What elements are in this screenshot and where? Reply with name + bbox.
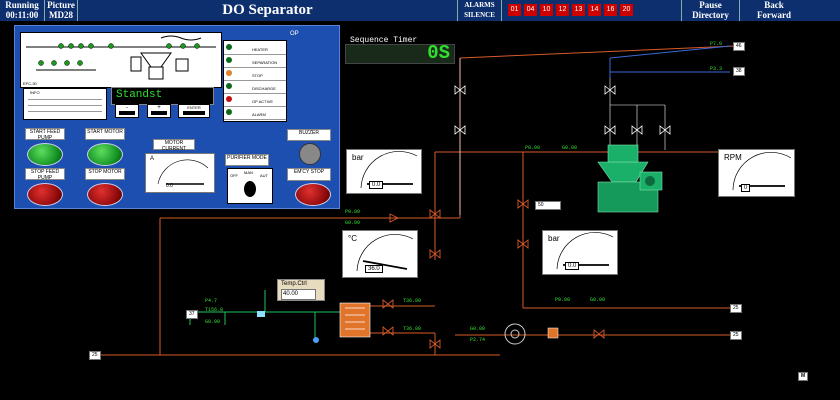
heater-in-temp: T156.0 — [205, 307, 224, 313]
status-label: STOP — [252, 73, 263, 78]
feed-flow: G0.00 — [345, 220, 361, 226]
stop-motor-label: STOP MOTOR — [85, 168, 125, 180]
m-button[interactable]: M — [798, 372, 809, 381]
motor-current-label: MOTOR CURRENT — [153, 139, 195, 152]
buzzer-label: BUZZER — [287, 129, 331, 141]
control-panel: EFC-30 HEATER SEPARATION STOP DISCHARGE OP A… — [14, 25, 340, 209]
picture-id: Picture MD28 — [45, 0, 78, 21]
alarm-indicator[interactable]: 14 — [588, 4, 601, 16]
status-led-icon — [226, 96, 232, 102]
heater-out-temp-1: T36.00 — [403, 298, 422, 304]
status-led-icon — [226, 109, 232, 115]
minus-button[interactable]: - — [115, 104, 139, 118]
back-forward-button[interactable]: Back Forward — [740, 0, 808, 21]
buzzer-icon — [299, 143, 321, 165]
topbar-filler — [808, 0, 840, 21]
mid-flow: G0.00 — [590, 297, 606, 303]
status-led-icon — [226, 57, 232, 63]
sequence-timer-display: 0S — [345, 42, 455, 64]
sep-pressure: P0.00 — [525, 145, 541, 151]
efc-label: EFC-30 — [23, 81, 37, 86]
heater-in-flow: G0.00 — [205, 319, 221, 325]
status-label: OP ACTIVE — [252, 99, 274, 104]
alarm-indicator[interactable]: 04 — [524, 4, 537, 16]
pressure-gauge-1: bar 0.0 — [346, 149, 422, 194]
tag-25-b[interactable]: 25 — [730, 331, 742, 340]
mode-knob[interactable] — [244, 181, 256, 197]
status-row: DISCHARGE — [224, 80, 286, 94]
schematic-diagram — [26, 35, 216, 80]
alarm-indicator[interactable]: 13 — [572, 4, 585, 16]
start-feed-pump-label: START FEED PUMP — [25, 128, 65, 141]
alarm-indicator[interactable]: 01 — [508, 4, 521, 16]
feed-pressure: P0.00 — [345, 209, 361, 215]
purifier-mode-label: PURIFIER MODE — [225, 154, 269, 166]
start-motor-label: START MOTOR — [85, 128, 125, 140]
strainer-icon — [547, 327, 559, 339]
status-led-icon — [226, 44, 232, 50]
rpm-gauge: RPM 0 — [718, 149, 795, 197]
running-timer: Running 00:11:00 — [0, 0, 45, 21]
tag-25-c[interactable]: 25 — [89, 351, 101, 360]
alarm-indicator[interactable]: 10 — [540, 4, 553, 16]
ammeter-scale — [157, 159, 209, 185]
alarms-silence-button[interactable]: ALARMS SILENCE — [458, 0, 502, 21]
temp-setpoint-value[interactable]: 40.00 — [281, 289, 316, 300]
status-row: SEPARATION — [224, 54, 286, 68]
status-label: ALARM — [252, 112, 266, 117]
emergency-stop-label: EM'CY STOP — [287, 168, 331, 181]
temperature-gauge: °C 36.0 — [342, 230, 418, 278]
valve-setpoint[interactable]: 50 — [535, 201, 561, 210]
status-row: OP ACTIVE — [224, 93, 286, 107]
top-pressure-1: P7.0 — [710, 41, 723, 47]
stop-feed-pump-label: STOP FEED PUMP — [25, 168, 65, 181]
tag-25-a[interactable]: 25 — [730, 304, 742, 313]
status-led-icon — [226, 83, 232, 89]
sequence-timer-label: Sequence Timer — [350, 36, 418, 45]
plus-button[interactable]: + — [147, 104, 171, 118]
status-row: ALARM — [224, 106, 286, 120]
temp-controller[interactable]: Temp.Ctrl 40.00 — [277, 279, 325, 301]
separator-icon[interactable] — [597, 144, 663, 213]
op-label: OP — [290, 31, 299, 37]
tag-46[interactable]: 46 — [733, 42, 745, 51]
alarm-indicator[interactable]: 20 — [620, 4, 633, 16]
tag-37[interactable]: 37 — [186, 310, 198, 319]
feed-pump-icon[interactable] — [504, 323, 526, 345]
status-label: HEATER — [252, 47, 268, 52]
pressure-gauge-2: bar 0.0 — [542, 230, 618, 275]
status-led-icon — [226, 70, 232, 76]
start-feed-pump-button[interactable] — [27, 143, 63, 166]
start-motor-button[interactable] — [87, 143, 123, 166]
page-title: DO Separator — [78, 0, 458, 21]
heater-in-pressure: P4.7 — [205, 298, 218, 304]
mode-display: Standst — [111, 87, 214, 105]
pump-flow: G0.00 — [470, 326, 486, 332]
heater-out-temp-2: T36.00 — [403, 326, 422, 332]
status-list: HEATER SEPARATION STOP DISCHARGE OP ACTIVE AL… — [223, 40, 287, 122]
status-row: STOP — [224, 67, 286, 81]
emergency-stop-button[interactable] — [295, 183, 331, 206]
purifier-mode-selector[interactable]: OFF MAN AUT — [227, 168, 273, 204]
tag-38[interactable]: 38 — [733, 67, 745, 76]
temperature-gauge-scale — [356, 234, 414, 272]
enter-button[interactable]: ENTER — [178, 104, 210, 118]
alarm-indicator[interactable]: 12 — [556, 4, 569, 16]
status-row: HEATER — [224, 41, 286, 55]
separator-schematic: EFC-30 — [20, 32, 222, 88]
status-label: DISCHARGE — [252, 86, 276, 91]
motor-current-gauge: A 0.0 — [145, 153, 215, 193]
stop-feed-pump-button[interactable] — [27, 183, 63, 206]
alarm-indicator[interactable]: 16 — [604, 4, 617, 16]
mid-pressure: P0.00 — [555, 297, 571, 303]
status-label: SEPARATION — [252, 60, 278, 65]
stop-motor-button[interactable] — [87, 183, 123, 206]
info-box: INFO — [23, 88, 107, 120]
top-pressure-2: P3.3 — [710, 66, 723, 72]
sep-flow: G0.00 — [562, 145, 578, 151]
pause-directory-button[interactable]: Pause Directory — [682, 0, 740, 21]
pump-pressure: P2.74 — [470, 337, 486, 343]
heater-exchanger[interactable] — [339, 302, 371, 338]
